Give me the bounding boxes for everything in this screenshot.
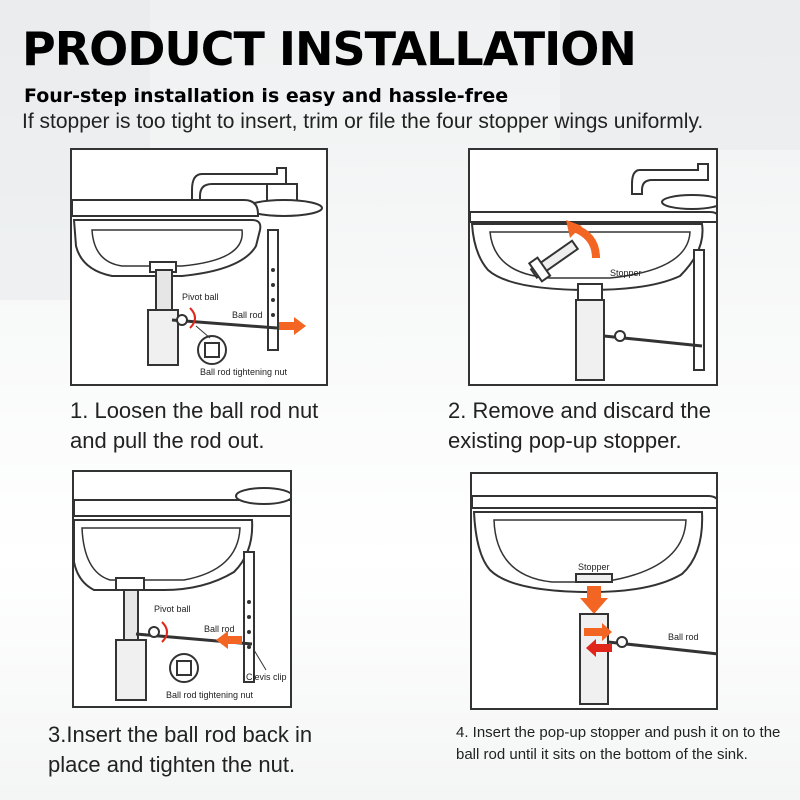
step-4-illustration: Stopper Ball rod bbox=[470, 472, 718, 710]
page-subtitle: Four-step installation is easy and hassl… bbox=[24, 85, 509, 107]
clevis-clip-label: Clevis clip bbox=[246, 672, 287, 682]
sink-diagram-step-2: Stopper bbox=[470, 163, 716, 381]
ball-rod-label: Ball rod bbox=[204, 624, 235, 634]
step-1-illustration: Pivot ball Ball rod Ball rod tightening … bbox=[70, 148, 328, 386]
tightening-nut-label: Ball rod tightening nut bbox=[166, 690, 254, 700]
sink-diagram-step-4: Stopper Ball rod bbox=[472, 495, 716, 705]
sink-diagram-step-1: Pivot ball Ball rod Ball rod tightening … bbox=[72, 167, 323, 377]
step-3-illustration: Pivot ball Ball rod Ball rod tightening … bbox=[72, 470, 292, 708]
step-2-illustration: Stopper bbox=[468, 148, 718, 386]
step-4-caption: 4. Insert the pop-up stopper and push it… bbox=[456, 724, 781, 763]
page-title: PRODUCT INSTALLATION bbox=[22, 22, 637, 76]
background-panel bbox=[560, 0, 800, 150]
pivot-ball-label: Pivot ball bbox=[182, 292, 219, 302]
pivot-ball-label: Pivot ball bbox=[154, 604, 191, 614]
ball-rod-label: Ball rod bbox=[232, 310, 263, 320]
sink-diagram-step-3: Pivot ball Ball rod Ball rod tightening … bbox=[74, 487, 290, 701]
step-1-caption: 1. Loosen the ball rod nut and pull the … bbox=[70, 398, 319, 453]
tightening-nut-label: Ball rod tightening nut bbox=[200, 367, 288, 377]
step-3-caption: 3.Insert the ball rod back in place and … bbox=[48, 722, 313, 777]
stopper-label: Stopper bbox=[578, 562, 610, 572]
installation-note: If stopper is too tight to insert, trim … bbox=[22, 110, 704, 133]
stopper-label: Stopper bbox=[610, 268, 642, 278]
ball-rod-label: Ball rod bbox=[668, 632, 699, 642]
step-2-caption: 2. Remove and discard the existing pop-u… bbox=[448, 398, 711, 453]
